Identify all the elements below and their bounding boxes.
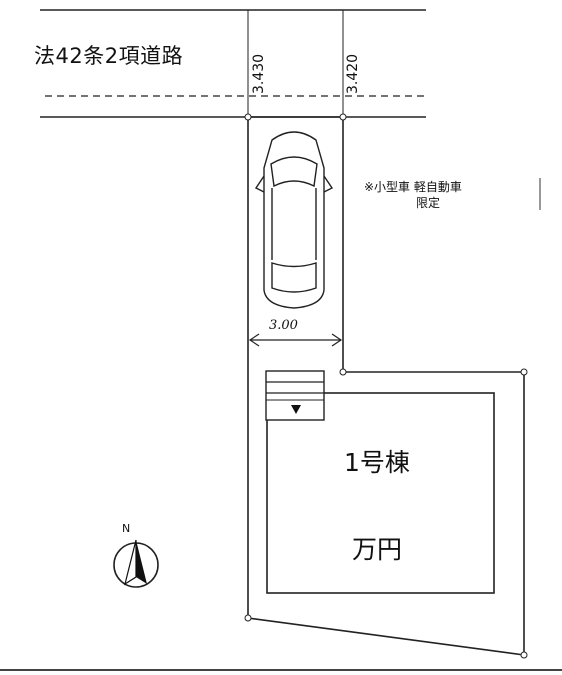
boundary-marker bbox=[244, 113, 252, 121]
arrow-left bbox=[248, 333, 260, 347]
vehicle-note-line2: 限定 bbox=[416, 196, 441, 210]
road-width-dimension-b: 3.420 bbox=[345, 53, 361, 94]
building-price: 万円 bbox=[352, 535, 403, 564]
boundary-marker bbox=[339, 113, 347, 121]
car-icon bbox=[254, 131, 334, 309]
road-label: 法42条2項道路 bbox=[34, 44, 184, 68]
boundary-marker bbox=[339, 368, 347, 376]
parking-width-label: 3.00 bbox=[269, 318, 298, 333]
boundary-marker bbox=[244, 614, 252, 622]
boundary-marker bbox=[520, 368, 528, 376]
building-name: 1号棟 bbox=[344, 448, 410, 477]
entrance-triangle-icon bbox=[291, 405, 301, 414]
building-outline bbox=[266, 392, 495, 594]
road-width-dimension-a: 3.430 bbox=[251, 53, 267, 94]
vehicle-note-line1: ※小型車 軽自動車 bbox=[364, 180, 462, 194]
north-compass-icon bbox=[113, 539, 159, 588]
arrow-right bbox=[331, 333, 343, 347]
entrance-box bbox=[265, 370, 325, 421]
north-label: N bbox=[122, 522, 131, 535]
boundary-marker bbox=[520, 651, 528, 659]
vehicle-note: ※小型車 軽自動車 限定 bbox=[364, 179, 462, 211]
